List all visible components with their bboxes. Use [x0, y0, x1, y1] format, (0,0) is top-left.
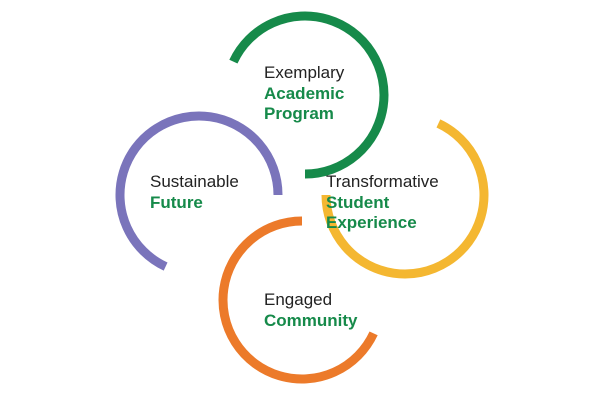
- sustainable-future-label: Sustainable Future: [150, 172, 239, 213]
- sustainable-future-line1: Sustainable: [150, 172, 239, 191]
- academic-program-arc: [229, 11, 389, 179]
- engaged-community-label: Engaged Community: [264, 290, 358, 331]
- engaged-community-line2: Community: [264, 310, 358, 330]
- sustainable-future-arc: [115, 111, 283, 271]
- academic-program-line3: Program: [264, 104, 334, 124]
- academic-program-line2: Academic: [264, 83, 345, 103]
- academic-program-line1: Exemplary: [264, 63, 345, 82]
- academic-program-label: Exemplary Academic Program: [264, 63, 344, 125]
- student-experience-label: Transformative Student Experience: [326, 172, 439, 234]
- engaged-community-line1: Engaged: [264, 290, 333, 309]
- sustainable-future-line2: Future: [150, 192, 203, 212]
- student-experience-line2: Student: [326, 192, 390, 212]
- student-experience-arc: [321, 119, 489, 279]
- student-experience-line1: Transformative: [326, 172, 439, 191]
- engaged-community-arc: [218, 216, 378, 384]
- student-experience-line3: Experience: [326, 213, 417, 233]
